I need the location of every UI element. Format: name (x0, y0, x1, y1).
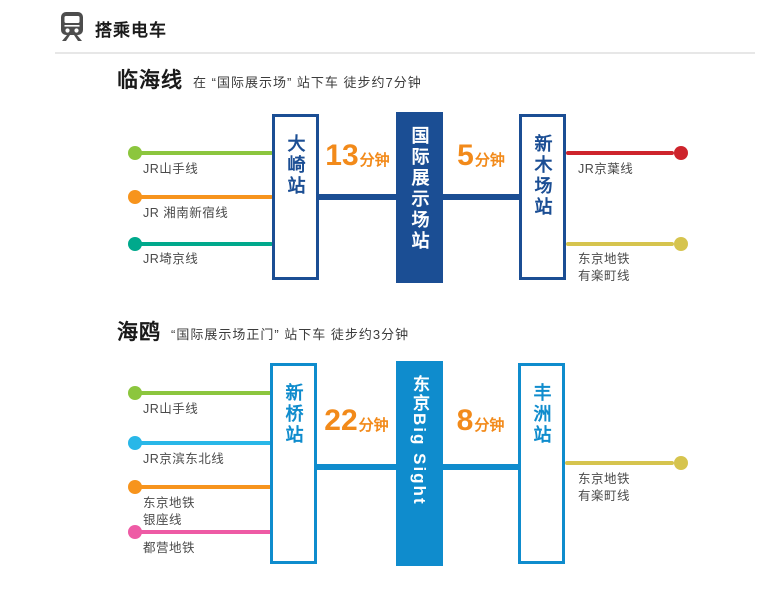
line-label: JR京滨东北线 (143, 452, 225, 466)
line-label: JR 湘南新宿线 (143, 206, 229, 220)
station-name: 大崎站 (285, 134, 306, 197)
train-icon (61, 12, 83, 41)
station-name: 新木场站 (532, 134, 553, 218)
rinkai-line-title: 临海线 (117, 69, 183, 92)
line-label: JR山手线 (143, 402, 199, 416)
travel-time-value: 22 (324, 404, 358, 437)
station-toyosu: 丰洲站 (518, 363, 565, 564)
page-title: 搭乘电车 (95, 21, 167, 40)
travel-time-value: 13 (325, 139, 359, 172)
rinkai-section-title-row: 临海线 在 “国际展示场” 站下车 徒步约7分钟 (117, 64, 422, 94)
station-name: 新桥站 (283, 383, 304, 446)
line-label: 东京地铁 有楽町线 (578, 472, 631, 503)
transit-line (135, 530, 273, 534)
line-label: JR山手线 (143, 162, 199, 176)
transit-line (135, 151, 273, 155)
station-kokusai-tenjijo: 国际展示场站 (396, 112, 443, 283)
line-label: JR京葉线 (578, 162, 634, 176)
station-name: 国际展示场站 (409, 126, 430, 252)
line-label: 东京地铁 有楽町线 (578, 252, 631, 283)
line-label: 东京地铁 银座线 (143, 496, 196, 527)
transit-line (135, 485, 273, 489)
header-divider (55, 52, 755, 54)
yurikamome-section-title-row: 海鸥 “国际展示场正门” 站下车 徒步约3分钟 (117, 316, 409, 346)
travel-time-value: 5 (457, 139, 474, 172)
station-tokyo-big-sight: 东京Big Sight (396, 361, 443, 566)
transit-line (135, 195, 273, 199)
transit-line (135, 242, 273, 246)
transit-line (566, 151, 674, 155)
line-terminal-dot (674, 146, 688, 160)
travel-time-unit: 分钟 (359, 152, 390, 169)
line-terminal-dot (674, 237, 688, 251)
station-name: 丰洲站 (531, 383, 552, 446)
station-name: 东京Big Sight (410, 375, 429, 506)
travel-time-unit: 分钟 (474, 417, 505, 434)
yurikamome-subtitle: “国际展示场正门” 站下车 徒步约3分钟 (171, 327, 410, 342)
travel-time-unit: 分钟 (358, 417, 389, 434)
travel-time-value: 8 (456, 404, 474, 437)
rinkai-line-subtitle: 在 “国际展示场” 站下车 徒步约7分钟 (193, 75, 422, 90)
transit-line (566, 242, 674, 246)
station-shin-kiba: 新木场站 (519, 114, 566, 280)
transit-line (565, 461, 674, 465)
line-terminal-dot (674, 456, 688, 470)
station-shimbashi: 新桥站 (270, 363, 317, 564)
transit-line (135, 441, 273, 445)
line-label: 都营地铁 (143, 541, 196, 555)
line-label: JR埼京线 (143, 252, 199, 266)
transit-line (135, 391, 273, 395)
travel-time-unit: 分钟 (474, 152, 505, 169)
yurikamome-title: 海鸥 (117, 321, 161, 344)
station-osaki: 大崎站 (272, 114, 319, 280)
